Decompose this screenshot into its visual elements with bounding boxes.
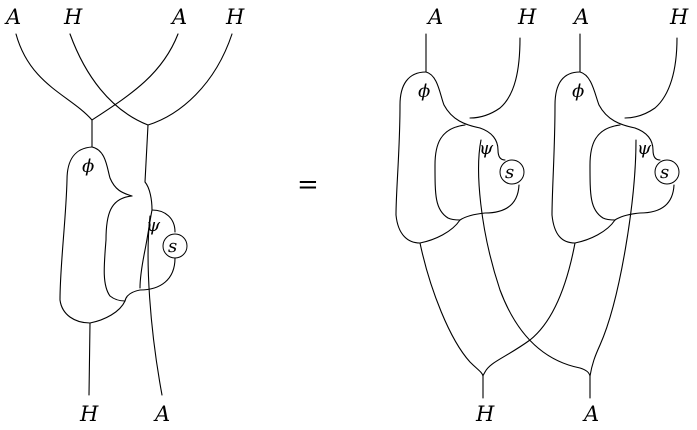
left-top-label-4: H bbox=[225, 5, 245, 29]
left-wire-h2 bbox=[147, 33, 233, 126]
right-top-label-4: H bbox=[669, 5, 689, 29]
right-lb-psi-node: ψ bbox=[479, 138, 494, 159]
left-merge bbox=[89, 300, 126, 324]
right-rb-phi-right bbox=[579, 71, 636, 129]
left-wire-a2 bbox=[91, 33, 179, 121]
left-top-label-1: A bbox=[4, 5, 21, 29]
right-lb-out-a bbox=[478, 139, 591, 377]
right-diagram: A H A H ϕ ψ s ϕ ψ bbox=[395, 5, 689, 426]
left-top-label-3: A bbox=[170, 5, 187, 29]
left-psi-to-s bbox=[151, 209, 176, 233]
left-phi-right bbox=[91, 146, 133, 197]
right-rb-out-a bbox=[589, 139, 637, 377]
left-wire-a1 bbox=[15, 33, 93, 121]
left-stem-h bbox=[144, 124, 149, 183]
left-out-a bbox=[147, 215, 163, 396]
right-lb-phi-node: ϕ bbox=[418, 81, 430, 102]
right-top-label-1: A bbox=[426, 5, 443, 29]
right-rb-out-crossing bbox=[482, 242, 576, 377]
right-rb-inner bbox=[589, 124, 621, 221]
right-rb-phi-node: ϕ bbox=[572, 81, 584, 102]
right-rb-s-node bbox=[654, 159, 680, 185]
left-diagram: A H A H ϕ ψ s H A bbox=[4, 5, 245, 426]
left-out-h bbox=[88, 322, 91, 396]
right-rb-psi-to-s bbox=[634, 127, 661, 161]
right-lb-phi-loop bbox=[395, 71, 427, 244]
right-rb-s-return bbox=[614, 184, 675, 221]
right-rb-psi-node: ψ bbox=[637, 138, 652, 159]
left-wire-h1 bbox=[69, 33, 149, 126]
equals-sign: = bbox=[297, 170, 319, 200]
right-lb-s-return bbox=[459, 184, 520, 221]
right-rb-s-label: s bbox=[660, 162, 669, 183]
left-inner-loop bbox=[103, 195, 133, 302]
right-lb-s-label: s bbox=[505, 162, 514, 183]
left-s-return bbox=[124, 257, 176, 302]
right-bottom-label-1: H bbox=[475, 402, 495, 426]
right-lb-merge bbox=[419, 219, 461, 244]
left-s-node bbox=[162, 233, 188, 259]
right-top-label-2: H bbox=[517, 5, 537, 29]
left-phi-node: ϕ bbox=[82, 156, 94, 177]
left-psi-node: ψ bbox=[146, 215, 161, 236]
right-lb-psi-to-s bbox=[479, 127, 506, 161]
left-bottom-label-2: A bbox=[153, 402, 170, 426]
right-bottom-label-2: A bbox=[582, 402, 599, 426]
left-bottom-label-1: H bbox=[79, 402, 99, 426]
right-rb-merge bbox=[574, 219, 616, 244]
right-lb-out-h bbox=[419, 242, 484, 377]
right-lb-s-node bbox=[499, 159, 525, 185]
right-lb-phi-right bbox=[425, 71, 481, 129]
right-rb-wire-h bbox=[624, 37, 678, 119]
left-phi-loop bbox=[59, 146, 93, 324]
right-top-label-3: A bbox=[572, 5, 589, 29]
left-top-label-2: H bbox=[63, 5, 83, 29]
right-lb-inner bbox=[434, 124, 466, 221]
right-rb-phi-loop bbox=[551, 71, 581, 244]
left-s-label: s bbox=[168, 236, 177, 257]
right-lb-wire-h bbox=[469, 37, 521, 119]
